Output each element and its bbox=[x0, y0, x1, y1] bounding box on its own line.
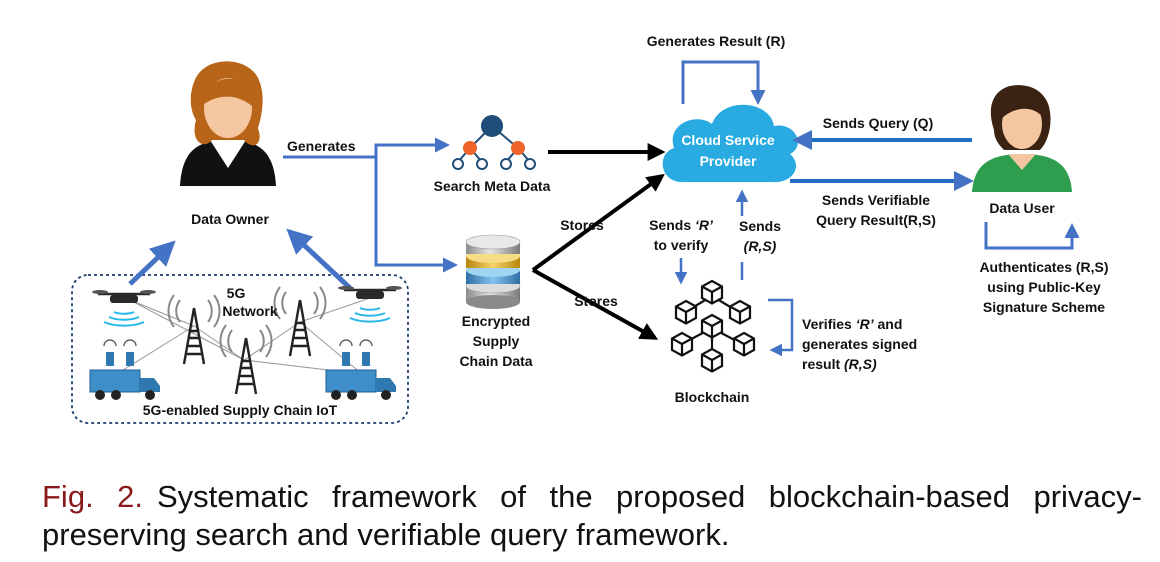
generates-to-storage-arrow bbox=[374, 157, 458, 273]
truck-left-icon bbox=[89, 339, 161, 401]
data-owner-label: Data Owner bbox=[191, 211, 269, 227]
stores-upper-label: Stores bbox=[560, 217, 604, 233]
iot-box-border bbox=[71, 274, 409, 424]
authenticates-line3: Signature Scheme bbox=[983, 299, 1105, 315]
iot-to-owner-arrow-right bbox=[286, 228, 352, 290]
verifies-line3: result (R,S) bbox=[802, 356, 877, 372]
encrypted-line3: Chain Data bbox=[459, 353, 532, 369]
encrypted-line2: Supply bbox=[473, 333, 520, 349]
data-user-icon bbox=[972, 85, 1072, 192]
figure-number: Fig. 2. bbox=[42, 479, 143, 514]
network-links bbox=[119, 297, 371, 375]
data-owner-icon bbox=[180, 61, 276, 186]
generates-result-loop-arrow bbox=[681, 60, 766, 105]
cloud-service-provider-icon bbox=[662, 104, 798, 183]
authenticates-line2: using Public-Key bbox=[987, 279, 1101, 295]
sends-rs-line2: (R,S) bbox=[744, 238, 777, 254]
network-line1: 5G bbox=[227, 285, 246, 301]
search-meta-data-label: Search Meta Data bbox=[434, 178, 551, 194]
sends-rs-line1: Sends bbox=[739, 218, 781, 234]
verifies-line1: Verifies ‘R’ and bbox=[802, 316, 902, 332]
sends-verifiable-line2: Query Result(R,S) bbox=[816, 212, 936, 228]
cloud-label-line1: Cloud Service bbox=[681, 132, 775, 148]
stores-to-blockchain-arrow bbox=[532, 268, 659, 340]
figure-caption: Fig. 2.Systematic framework of the propo… bbox=[42, 478, 1142, 554]
network-line2: Network bbox=[222, 303, 277, 319]
search-meta-data-icon bbox=[452, 115, 536, 170]
drone-right-icon bbox=[336, 284, 404, 323]
cloud-label-line2: Provider bbox=[700, 153, 757, 169]
generates-result-label: Generates Result (R) bbox=[647, 33, 785, 49]
encrypted-line1: Encrypted bbox=[462, 313, 530, 329]
generates-to-meta-arrow bbox=[374, 137, 450, 157]
authenticates-loop-arrow bbox=[984, 222, 1080, 250]
blockchain-icon bbox=[670, 279, 756, 373]
drone-left-icon bbox=[90, 288, 158, 327]
blockchain-label: Blockchain bbox=[675, 389, 750, 405]
generates-label: Generates bbox=[287, 138, 356, 154]
verifies-line2: generates signed bbox=[802, 336, 917, 352]
sends-verifiable-line1: Sends Verifiable bbox=[822, 192, 930, 208]
stores-to-cloud-arrow bbox=[531, 173, 665, 272]
stores-lower-label: Stores bbox=[574, 293, 618, 309]
authenticates-line1: Authenticates (R,S) bbox=[979, 259, 1108, 275]
tower-left-icon bbox=[167, 293, 221, 366]
sends-query-label: Sends Query (Q) bbox=[823, 115, 933, 131]
encrypted-database-icon bbox=[465, 234, 521, 309]
caption-text: Systematic framework of the proposed blo… bbox=[42, 479, 1142, 552]
iot-to-owner-arrow-left bbox=[128, 240, 176, 286]
truck-right-icon bbox=[325, 339, 397, 401]
verifies-loop-arrow bbox=[768, 298, 794, 357]
data-user-label: Data User bbox=[989, 200, 1055, 216]
iot-box-label: 5G-enabled Supply Chain IoT bbox=[143, 402, 338, 418]
tower-center-icon bbox=[219, 323, 273, 396]
sends-r-line2: to verify bbox=[654, 237, 709, 253]
sends-r-line1: Sends ‘R’ bbox=[649, 217, 714, 233]
